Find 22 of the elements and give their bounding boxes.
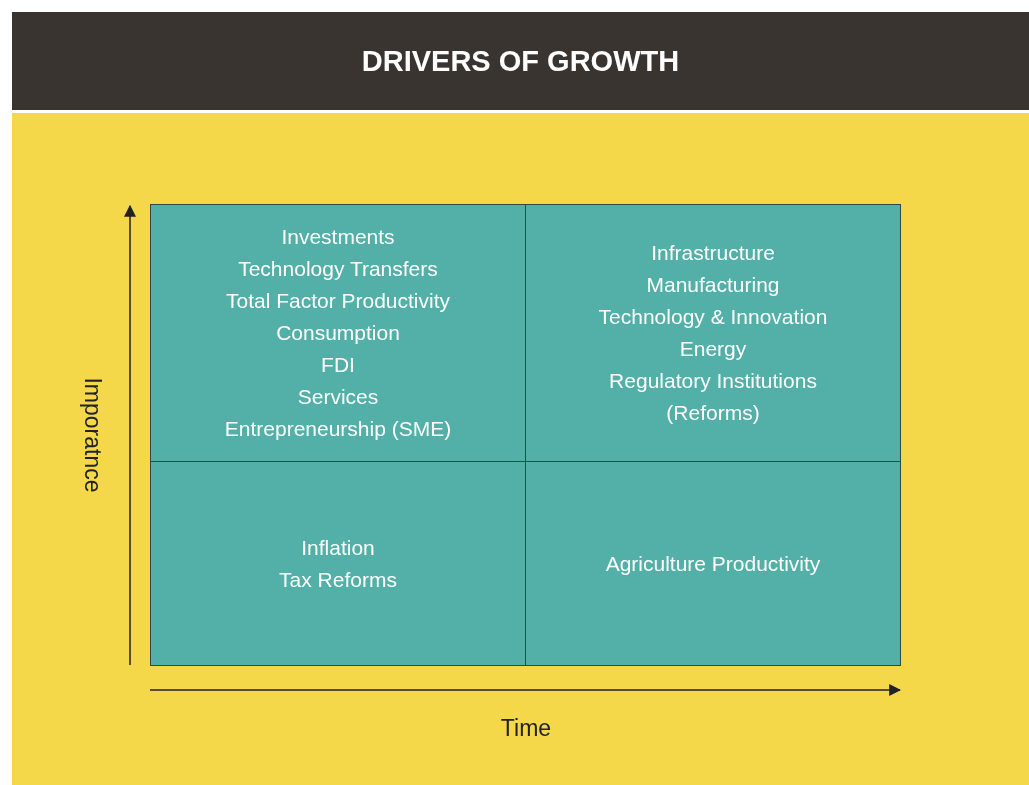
- driver-label: FDI: [321, 352, 355, 378]
- driver-label: Agriculture Productivity: [605, 550, 821, 577]
- driver-label: Technology Transfers: [238, 256, 438, 282]
- y-axis-label: Imporatnce: [78, 377, 106, 493]
- driver-label: Technology & Innovation: [598, 304, 828, 330]
- quadrant-cell: [525, 461, 901, 666]
- driver-label: Inflation: [301, 534, 375, 561]
- quadrant-cell: [150, 461, 526, 666]
- quadrant-cell: [150, 204, 526, 462]
- driver-label: Consumption: [276, 320, 400, 346]
- driver-label: Services: [297, 384, 379, 410]
- driver-label: Energy: [679, 336, 747, 362]
- title: DRIVERS OF GROWTH: [361, 44, 680, 78]
- driver-label: Manufacturing: [646, 272, 780, 298]
- driver-label: Investments: [281, 224, 395, 250]
- driver-label: Tax Reforms: [279, 566, 397, 593]
- driver-label: Infrastructure: [651, 240, 775, 266]
- quadrant-cell: [525, 204, 901, 462]
- x-axis-label: Time: [500, 714, 552, 742]
- driver-label: Entrepreneurship (SME): [224, 416, 452, 442]
- driver-label: Total Factor Productivity: [225, 288, 451, 314]
- driver-label: Regulatory Institutions (Reforms): [608, 368, 818, 426]
